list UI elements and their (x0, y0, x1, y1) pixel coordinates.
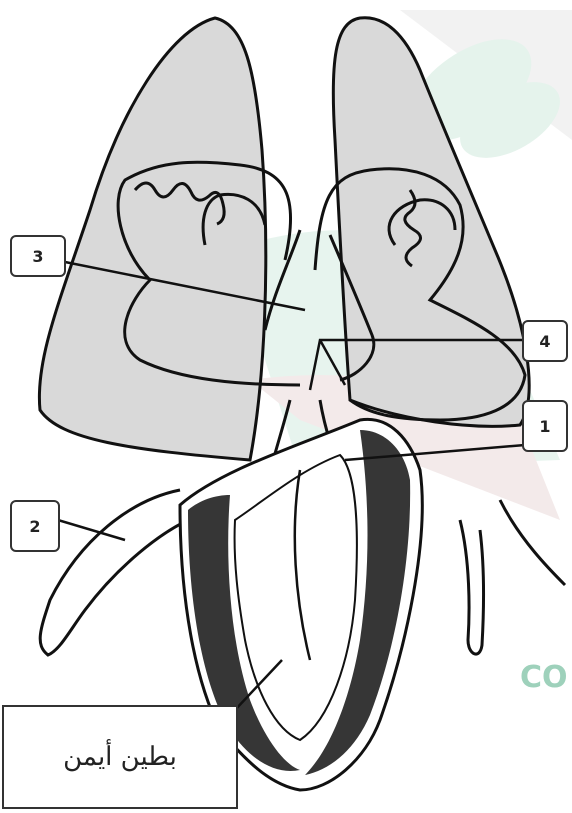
left-lung (39, 18, 265, 460)
label-1-text: 1 (539, 417, 550, 436)
pointer-2 (58, 520, 125, 540)
right-ventricle-label-box: بطين أيمن (2, 705, 238, 809)
right-ventricle-label: بطين أيمن (63, 742, 177, 772)
label-box-4: 4 (522, 320, 568, 362)
watermark-text: CO (520, 660, 568, 695)
label-4-text: 4 (539, 332, 550, 351)
label-3-text: 3 (32, 247, 43, 266)
label-box-2: 2 (10, 500, 60, 552)
label-box-1: 1 (522, 400, 568, 452)
label-2-text: 2 (29, 517, 40, 536)
label-box-3: 3 (10, 235, 66, 277)
